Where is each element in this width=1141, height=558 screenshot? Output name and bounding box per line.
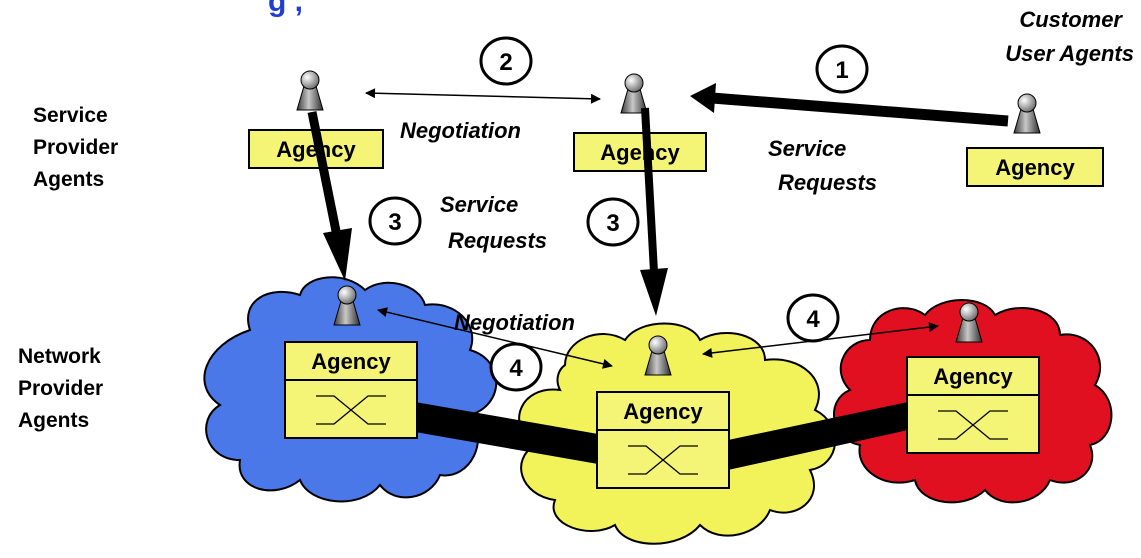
agent-figure-icon xyxy=(296,70,324,111)
svg-text:Provider: Provider xyxy=(33,136,118,159)
svg-text:Provider: Provider xyxy=(18,377,103,400)
svg-text:Requests: Requests xyxy=(778,170,877,195)
svg-text:Agents: Agents xyxy=(33,168,104,191)
svg-text:Service: Service xyxy=(33,104,108,127)
agent-figure-icon xyxy=(1013,93,1041,134)
agent-figure-icon xyxy=(620,73,648,114)
service-requests-label-middle: Service Requests xyxy=(440,192,547,253)
negotiation-label-bottom: Negotiation xyxy=(454,310,575,335)
step-3-badge-right: 3 xyxy=(586,197,640,247)
agency-label: Agency xyxy=(933,364,1013,389)
step-1-badge: 1 xyxy=(815,44,869,94)
svg-text:User Agents: User Agents xyxy=(1005,41,1134,66)
svg-text:Service: Service xyxy=(768,136,846,161)
arrow-service-requests-left xyxy=(307,111,352,281)
network-agency-blue: Agency xyxy=(284,341,418,439)
service-agency-middle: Agency xyxy=(573,132,707,172)
service-requests-label-right: Service Requests xyxy=(768,136,877,195)
svg-text:Customer: Customer xyxy=(1019,7,1123,32)
negotiation-label-top: Negotiation xyxy=(400,118,521,143)
step-4-badge-left: 4 xyxy=(489,342,543,392)
arrow-negotiation-bottom-left xyxy=(377,307,613,369)
svg-text:1: 1 xyxy=(835,57,848,84)
switch-cross-icon xyxy=(628,445,698,475)
step-4-badge-right: 4 xyxy=(786,293,840,343)
agency-label: Agency xyxy=(311,349,391,374)
agency-label: Agency xyxy=(623,399,703,424)
svg-text:2: 2 xyxy=(499,49,512,76)
svg-text:4: 4 xyxy=(806,306,820,333)
network-links xyxy=(415,402,908,470)
title-fragment: g , xyxy=(268,0,303,18)
step-2-badge: 2 xyxy=(479,36,533,86)
svg-text:4: 4 xyxy=(509,355,523,382)
agency-label: Agency xyxy=(995,155,1075,180)
step-3-badge-left: 3 xyxy=(368,196,422,246)
svg-text:Agents: Agents xyxy=(18,409,89,432)
service-provider-agents-label: Service Provider Agents xyxy=(33,104,118,191)
network-provider-agents-label: Network Provider Agents xyxy=(18,345,103,432)
svg-text:3: 3 xyxy=(388,209,401,236)
svg-text:Service: Service xyxy=(440,192,518,217)
agency-label: Agency xyxy=(600,140,680,165)
arrow-service-requests-customer xyxy=(690,83,1009,127)
network-agency-yellow: Agency xyxy=(596,391,730,489)
network-agency-red: Agency xyxy=(906,356,1040,454)
arrow-negotiation-top xyxy=(365,88,601,104)
switch-cross-icon xyxy=(316,395,386,425)
svg-text:Network: Network xyxy=(18,345,101,368)
svg-text:Requests: Requests xyxy=(448,228,547,253)
arrow-service-requests-middle xyxy=(640,107,668,316)
customer-user-agents-label: Customer User Agents xyxy=(1005,7,1134,66)
switch-cross-icon xyxy=(938,410,1008,440)
svg-text:3: 3 xyxy=(606,210,619,237)
customer-agency: Agency xyxy=(966,147,1104,187)
